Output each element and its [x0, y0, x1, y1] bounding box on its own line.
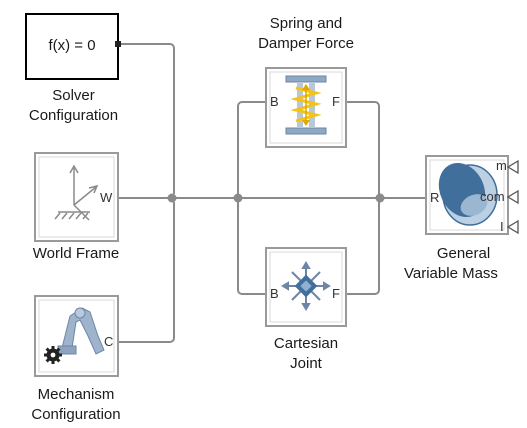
label-line: Joint — [290, 355, 322, 372]
label-line: Solver — [52, 87, 95, 104]
connection-solver[interactable] — [118, 43, 175, 194]
connection-mechanism[interactable] — [118, 202, 175, 343]
general-variable-mass-label: General Variable Mass — [400, 244, 527, 284]
junction-node — [375, 193, 385, 203]
solver-configuration-block[interactable] — [25, 13, 121, 80]
mechanism-port-c-label: C — [104, 334, 114, 349]
spring-port-b-label: B — [270, 94, 279, 109]
cartesian-joint-icon — [281, 261, 331, 311]
mass-port-i-label: I — [500, 219, 504, 234]
mass-port-m-label: m — [496, 158, 507, 173]
cartesian-port-f-label: F — [332, 286, 340, 301]
solver-expression: f(x) = 0 — [48, 37, 96, 54]
robot-arm-icon — [57, 307, 105, 355]
spring-damper-icon — [285, 75, 327, 135]
label-line: General — [436, 245, 491, 262]
label-line: Configuration — [28, 107, 119, 124]
solver-configuration-label: Solver Configuration — [6, 86, 141, 126]
gear-icon — [44, 346, 62, 364]
cartesian-joint-block[interactable] — [265, 247, 347, 327]
variable-mass-icon — [438, 162, 498, 226]
world-frame-icon — [54, 164, 99, 221]
world-frame-label: World Frame — [6, 244, 146, 264]
label-line: World Frame — [32, 245, 120, 262]
label-line: Variable Mass — [404, 265, 498, 282]
label-line: Mechanism — [37, 386, 115, 403]
cartesian-port-b-label: B — [270, 286, 279, 301]
label-line: Damper Force — [258, 35, 354, 52]
port-m-arrow[interactable] — [506, 159, 519, 175]
label-line: Spring and — [269, 15, 343, 32]
general-variable-mass-block[interactable] — [425, 155, 519, 235]
spring-damper-block[interactable] — [265, 67, 347, 148]
solver-port[interactable] — [115, 41, 121, 47]
mass-port-com-label: com — [480, 189, 505, 204]
junction-node — [233, 193, 243, 203]
mass-port-r-label: R — [430, 190, 440, 205]
label-line: Configuration — [31, 406, 121, 423]
junction-node — [167, 193, 177, 203]
cartesian-joint-label: Cartesian Joint — [246, 334, 366, 374]
spring-port-f-label: F — [332, 94, 340, 109]
mechanism-configuration-block[interactable] — [34, 295, 119, 377]
mass-output-ports[interactable] — [506, 159, 519, 235]
world-frame-block[interactable] — [34, 152, 119, 242]
world-port-w-label: W — [100, 190, 113, 205]
label-line: Cartesian — [273, 335, 339, 352]
port-com-arrow[interactable] — [506, 189, 519, 205]
spring-damper-label: Spring and Damper Force — [246, 14, 366, 54]
port-i-arrow[interactable] — [506, 219, 519, 235]
mechanism-configuration-label: Mechanism Configuration — [6, 385, 146, 425]
